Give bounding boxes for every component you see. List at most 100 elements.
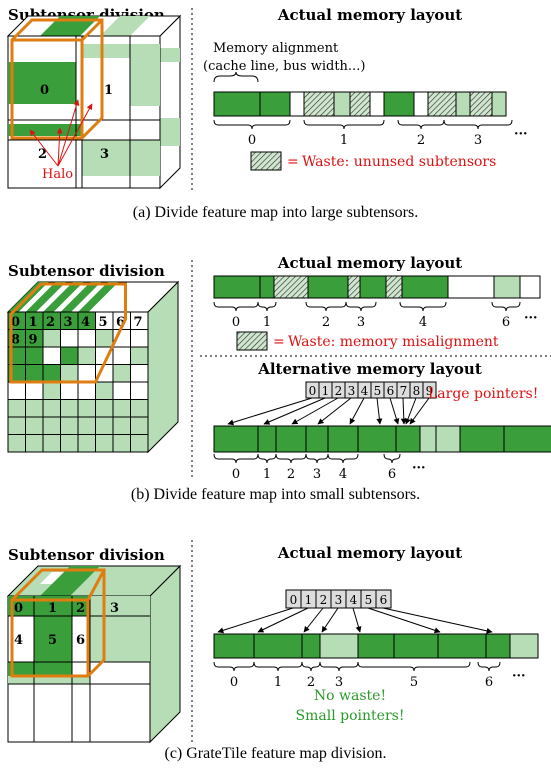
ptr-b-text-4: 4 <box>361 384 369 398</box>
cube-b-cell-3-1 <box>25 364 44 383</box>
cube-b-top-stripe-3 <box>60 282 101 312</box>
cube-b-cell-3-4 <box>77 364 96 383</box>
ptr-c-text-0: 0 <box>290 593 298 607</box>
cube-b-cell-3-3 <box>60 364 79 383</box>
cube-a-block-1-fill <box>82 44 160 58</box>
cube-a-block-1-fill-2 <box>130 58 160 106</box>
cube-b-label-3: 3 <box>64 315 73 330</box>
mem-a-label-0: 0 <box>248 133 256 148</box>
mem-b-brace-5 <box>491 301 521 312</box>
alt-b-brace-5 <box>383 453 401 464</box>
alt-b-seg-0 <box>213 425 259 453</box>
alt-b-label-1: 1 <box>263 467 271 482</box>
legend-b-equals: = <box>273 334 285 350</box>
alt-b-label-2: 2 <box>287 467 295 482</box>
cube-c-label-2: 2 <box>76 601 85 616</box>
alt-b-brace-0 <box>213 453 259 464</box>
mem-a-label-3: 3 <box>474 133 482 148</box>
cube-b-label-0: 0 <box>11 315 20 330</box>
cube-a: 0 1 2 3 Halo <box>6 14 182 190</box>
ptr-b-arrow-1 <box>263 397 326 425</box>
ptr-b-arrow-9 <box>409 397 430 425</box>
alt-b-seg-1 <box>257 425 277 453</box>
mem-a-seg-6 <box>369 91 385 117</box>
cube-b-label-7: 7 <box>134 315 143 330</box>
mem-c-brace-5 <box>477 661 501 672</box>
large-pointers-label: Large pointers! <box>428 386 538 402</box>
memory-c-ellipsis: ··· <box>512 669 526 684</box>
mem-c-label-2: 2 <box>307 675 315 690</box>
legend-b-swatch <box>236 331 268 351</box>
panel-b: Subtensor division Actual memory layout … <box>6 254 551 482</box>
cube-a-block-0 <box>8 62 76 104</box>
cube-b-top-stripe-4 <box>78 282 119 312</box>
cube-b-cell-4-5 <box>95 381 114 400</box>
mem-c-seg-1 <box>253 633 303 659</box>
ptr-c-text-2: 2 <box>320 593 328 607</box>
halo-arrow-2 <box>56 127 63 167</box>
memory-a-ellipsis: ··· <box>514 127 528 142</box>
cube-b-cell-1-5 <box>95 329 114 348</box>
ptr-b-text-5: 5 <box>374 384 382 398</box>
ptr-c-text-5: 5 <box>365 593 373 607</box>
ptr-b-text-9: 9 <box>426 384 434 398</box>
mem-b-brace-2 <box>305 301 347 312</box>
mem-b-seg-3 <box>307 275 349 299</box>
alt-b-label-4: 4 <box>339 467 347 482</box>
mem-c-seg-0 <box>213 633 255 659</box>
cube-c-label-0: 0 <box>14 601 23 616</box>
cube-b-cell-5-2 <box>42 399 61 418</box>
cube-a-right-fill-2 <box>160 118 180 146</box>
caption-b: (b) Divide feature map into small subten… <box>130 486 421 503</box>
cube-b-cell-5-6 <box>112 399 131 418</box>
cube-b-cell-6-1 <box>25 416 44 435</box>
mem-c-seg-4 <box>357 633 395 659</box>
mem-c-seg-7 <box>485 633 511 659</box>
cube-b-cell-1-4 <box>77 329 96 348</box>
cube-b-cell-6-4 <box>77 416 96 435</box>
ptr-b-text-0: 0 <box>309 384 317 398</box>
cube-b-cell-6-6 <box>112 416 131 435</box>
cube-b-cell-4-7 <box>130 381 149 400</box>
mem-b-seg-0 <box>213 275 261 299</box>
mem-c-brace-1 <box>253 661 303 672</box>
cube-c-orange-outline <box>10 568 106 678</box>
alt-b-seg-2 <box>275 425 307 453</box>
cube-b-cell-4-4 <box>77 381 96 400</box>
mem-b-brace-1 <box>257 301 277 312</box>
cube-b-cell-4-1 <box>25 381 44 400</box>
alt-b-seg-3 <box>305 425 329 453</box>
memory-row-b <box>213 275 541 299</box>
mem-c-label-4: 5 <box>410 675 418 690</box>
alignment-label-2: (cache line, bus width...) <box>203 59 365 74</box>
cube-a-label-1: 1 <box>104 83 113 98</box>
ptr-b-text-6: 6 <box>387 384 395 398</box>
cube-b-cell-4-0 <box>7 381 26 400</box>
cube-b-cell-7-0 <box>7 434 26 453</box>
mem-a-label-1: 1 <box>340 133 348 148</box>
cube-b-top-stripe-1 <box>25 282 66 312</box>
cube-a-block-3 <box>82 140 160 176</box>
cube-b-cell-7-4 <box>77 434 96 453</box>
cube-b-cell-7-7 <box>130 434 149 453</box>
alt-b-seg-4 <box>327 425 359 453</box>
halo-arrow-4 <box>57 103 93 167</box>
ptr-b-text-3: 3 <box>348 384 356 398</box>
legend-a-text: Waste: ununsed subtensors <box>302 154 496 170</box>
cube-b-cell-3-2 <box>42 364 61 383</box>
cube-a-right-face <box>159 14 181 190</box>
cube-b-cell-7-1 <box>25 434 44 453</box>
halo-arrow-3 <box>57 99 80 167</box>
cube-a-label-2: 2 <box>38 147 47 162</box>
alt-b-brace-3 <box>305 453 329 464</box>
ptr-c-text-4: 4 <box>350 593 358 607</box>
mem-a-seg-7 <box>383 91 415 117</box>
cube-b-cell-7-3 <box>60 434 79 453</box>
mem-c-seg-3 <box>319 633 359 659</box>
mem-b-seg-10 <box>519 275 541 299</box>
mem-a-seg-2 <box>289 91 305 117</box>
alt-b-label-3: 3 <box>313 467 321 482</box>
